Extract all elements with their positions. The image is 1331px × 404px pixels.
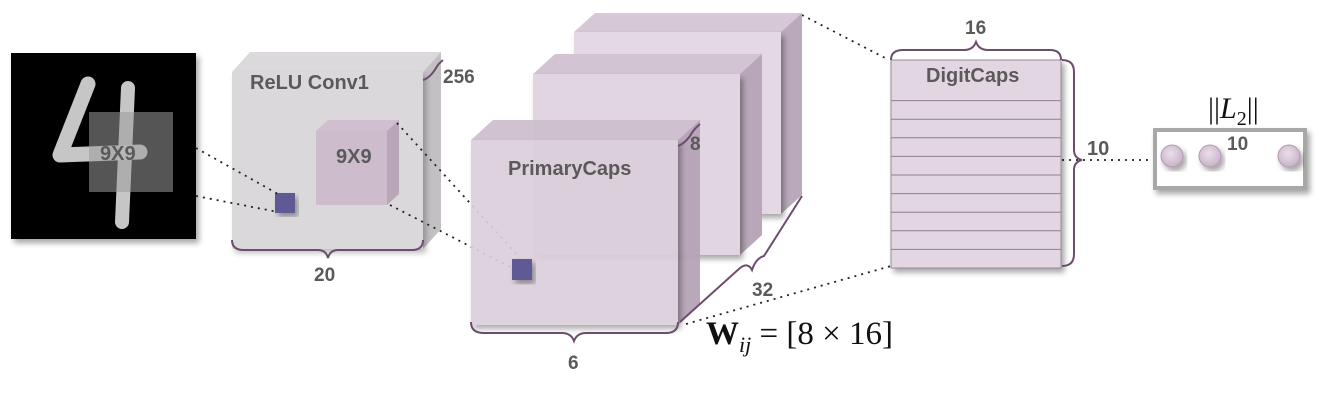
primarycaps-depth-label: 8 xyxy=(690,134,701,155)
conv1-kernel-top xyxy=(316,120,399,131)
primarycaps-depth-brace xyxy=(677,123,701,147)
digitcaps-height-label: 10 xyxy=(1087,138,1109,160)
digitcaps-matrix xyxy=(890,59,1062,269)
output-node-10 xyxy=(1277,144,1301,168)
primarycaps-capsule-unit xyxy=(512,259,532,280)
primarycaps-width-brace xyxy=(470,321,679,344)
primarycaps-stack-label: 32 xyxy=(752,280,773,301)
norm-subscript: 2 xyxy=(1237,108,1247,130)
weight-formula-symbol: W xyxy=(706,316,739,352)
norm-label: ||L2|| xyxy=(1208,92,1259,130)
digitcaps-title: DigitCaps xyxy=(926,65,1019,87)
digitcaps-height-brace xyxy=(1061,59,1083,267)
primarycaps-title: PrimaryCaps xyxy=(508,158,631,180)
input-kernel-label: 9X9 xyxy=(100,143,136,165)
digitcaps-rows xyxy=(891,100,1061,250)
digitcaps-width-brace xyxy=(890,39,1062,61)
conv1-title: ReLU Conv1 xyxy=(250,72,369,94)
primarycaps-width-label: 6 xyxy=(568,353,579,374)
output-node-1 xyxy=(1160,144,1184,168)
conv1-width-label: 20 xyxy=(314,265,335,286)
weight-formula-subscript: ij xyxy=(739,332,751,357)
conv1-top-face xyxy=(232,52,441,72)
conv1-kernel-front xyxy=(316,131,387,205)
conv1-kernel-label: 9X9 xyxy=(336,146,372,168)
conv1-width-brace xyxy=(231,239,424,259)
input-kernel-window xyxy=(89,112,173,192)
primarycaps-stack: PrimaryCaps 8 32 6 xyxy=(470,13,803,374)
output-node-2 xyxy=(1198,144,1222,168)
conv1-block: ReLU Conv1 9X9 256 20 xyxy=(231,52,475,286)
output-norm-block: ||L2|| 10 xyxy=(1153,92,1307,190)
primarycaps-stack-brace xyxy=(679,195,803,323)
norm-variable: L xyxy=(1219,92,1237,125)
digitcaps-width-label: 16 xyxy=(965,18,986,39)
digitcaps-block: DigitCaps 16 10 xyxy=(890,18,1109,269)
norm-bar-left: || xyxy=(1208,92,1220,125)
primarycaps-front-cube: PrimaryCaps xyxy=(471,120,700,325)
input-image: 9X9 xyxy=(11,53,196,239)
conv1-kernel-side xyxy=(387,120,399,205)
weight-formula-dimensions: = [8 × 16] xyxy=(751,316,893,352)
output-count-label: 10 xyxy=(1227,134,1248,155)
conv1-output-unit xyxy=(275,193,295,213)
weight-formula: Wij = [8 × 16] xyxy=(706,316,893,357)
conv1-depth-brace xyxy=(422,59,444,81)
conv1-side-face xyxy=(423,52,441,249)
weight-formula-text: Wij = [8 × 16] xyxy=(706,316,893,357)
conv1-depth-label: 256 xyxy=(443,67,475,88)
norm-bar-right: || xyxy=(1247,92,1259,125)
